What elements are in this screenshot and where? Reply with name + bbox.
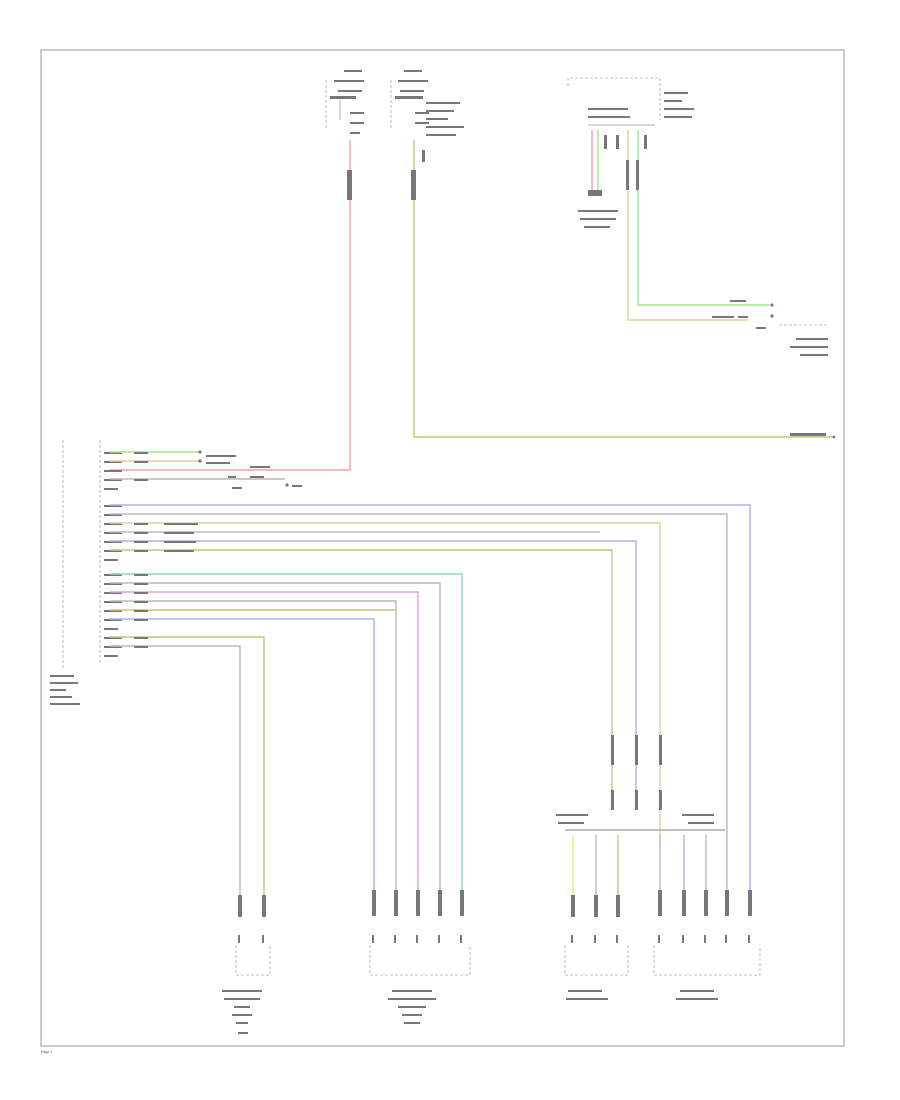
- wire-olive-c: [110, 636, 265, 900]
- page-code: Page 1: [41, 1050, 52, 1054]
- wire-olive-mid: [110, 549, 613, 810]
- bottom-connector-2: [369, 890, 471, 1024]
- wire-blue-mid: [110, 540, 637, 810]
- wire-teal: [110, 573, 463, 900]
- main-module: [50, 440, 101, 705]
- wire-red-feed: [110, 140, 351, 471]
- wire-gray-long: [110, 513, 728, 910]
- bottom-connector-4: [653, 890, 761, 1000]
- top-right-module: [567, 77, 829, 356]
- top-right-wire-green: [637, 130, 770, 306]
- top-fuse-left: [325, 70, 364, 134]
- bottom-connector-3: [564, 895, 629, 1000]
- wire-tan-long: [110, 522, 661, 850]
- wire-gray-b: [110, 600, 397, 900]
- diagram-frame: [40, 49, 845, 1047]
- bottom-connector-1: [222, 895, 271, 1034]
- wire-blue-long: [110, 504, 751, 910]
- top-right-wire-tan: [627, 130, 748, 321]
- top-fuse-right: [390, 70, 464, 162]
- wire-olive-feed: [413, 140, 834, 438]
- wire-gray-c: [110, 645, 241, 900]
- wire-blue-b: [110, 618, 375, 900]
- wire-gray-a: [110, 582, 441, 900]
- main-module-pins: [104, 452, 122, 657]
- wire-magenta: [110, 591, 419, 900]
